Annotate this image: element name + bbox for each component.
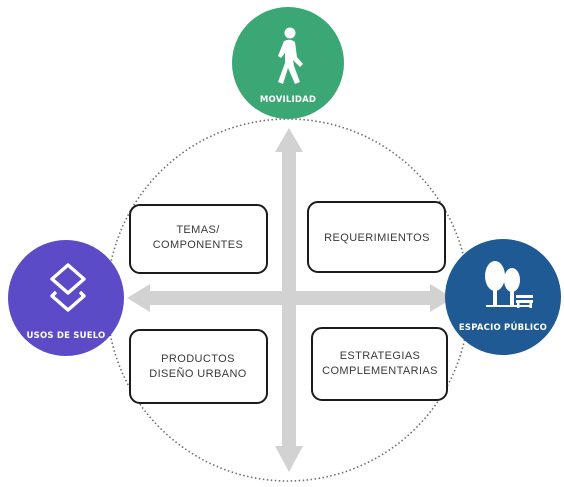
node-movilidad: MOVILIDAD: [232, 7, 344, 119]
node-espacio-publico: ESPACIO PÚBLICO: [445, 239, 561, 355]
box-estrategias-complementarias: ESTRATEGIAS COMPLEMENTARIAS: [311, 327, 448, 401]
box-productos-line2: DISEÑO URBANO: [149, 367, 247, 380]
box-estrategias-line1: ESTRATEGIAS: [340, 350, 421, 362]
box-requerimientos-line1: REQUERIMIENTOS: [324, 232, 430, 244]
node-espacio-publico-label: ESPACIO PÚBLICO: [459, 321, 547, 333]
box-temas-line2: COMPONENTES: [153, 239, 244, 251]
box-estrategias-line2: COMPLEMENTARIAS: [322, 365, 438, 377]
box-productos-diseno-urbano: PRODUCTOS DISEÑO URBANO: [129, 329, 268, 404]
node-usos-de-suelo: USOS DE SUELO: [8, 240, 124, 356]
box-productos-line1: PRODUCTOS: [161, 353, 235, 365]
node-espacio-publico-circle: [445, 239, 561, 355]
node-usos-de-suelo-circle: [8, 240, 124, 356]
box-temas-line1: TEMAS/: [176, 224, 220, 236]
box-temas-componentes: TEMAS/ COMPONENTES: [129, 204, 268, 274]
box-requerimientos: REQUERIMIENTOS: [307, 201, 446, 273]
pedestrian-icon: [278, 27, 303, 84]
horizontal-arrow: [127, 284, 453, 312]
node-usos-de-suelo-label: USOS DE SUELO: [27, 331, 106, 341]
node-movilidad-label: MOVILIDAD: [260, 95, 316, 105]
trees-bench-icon: [485, 261, 533, 308]
layers-icon: [50, 263, 86, 312]
